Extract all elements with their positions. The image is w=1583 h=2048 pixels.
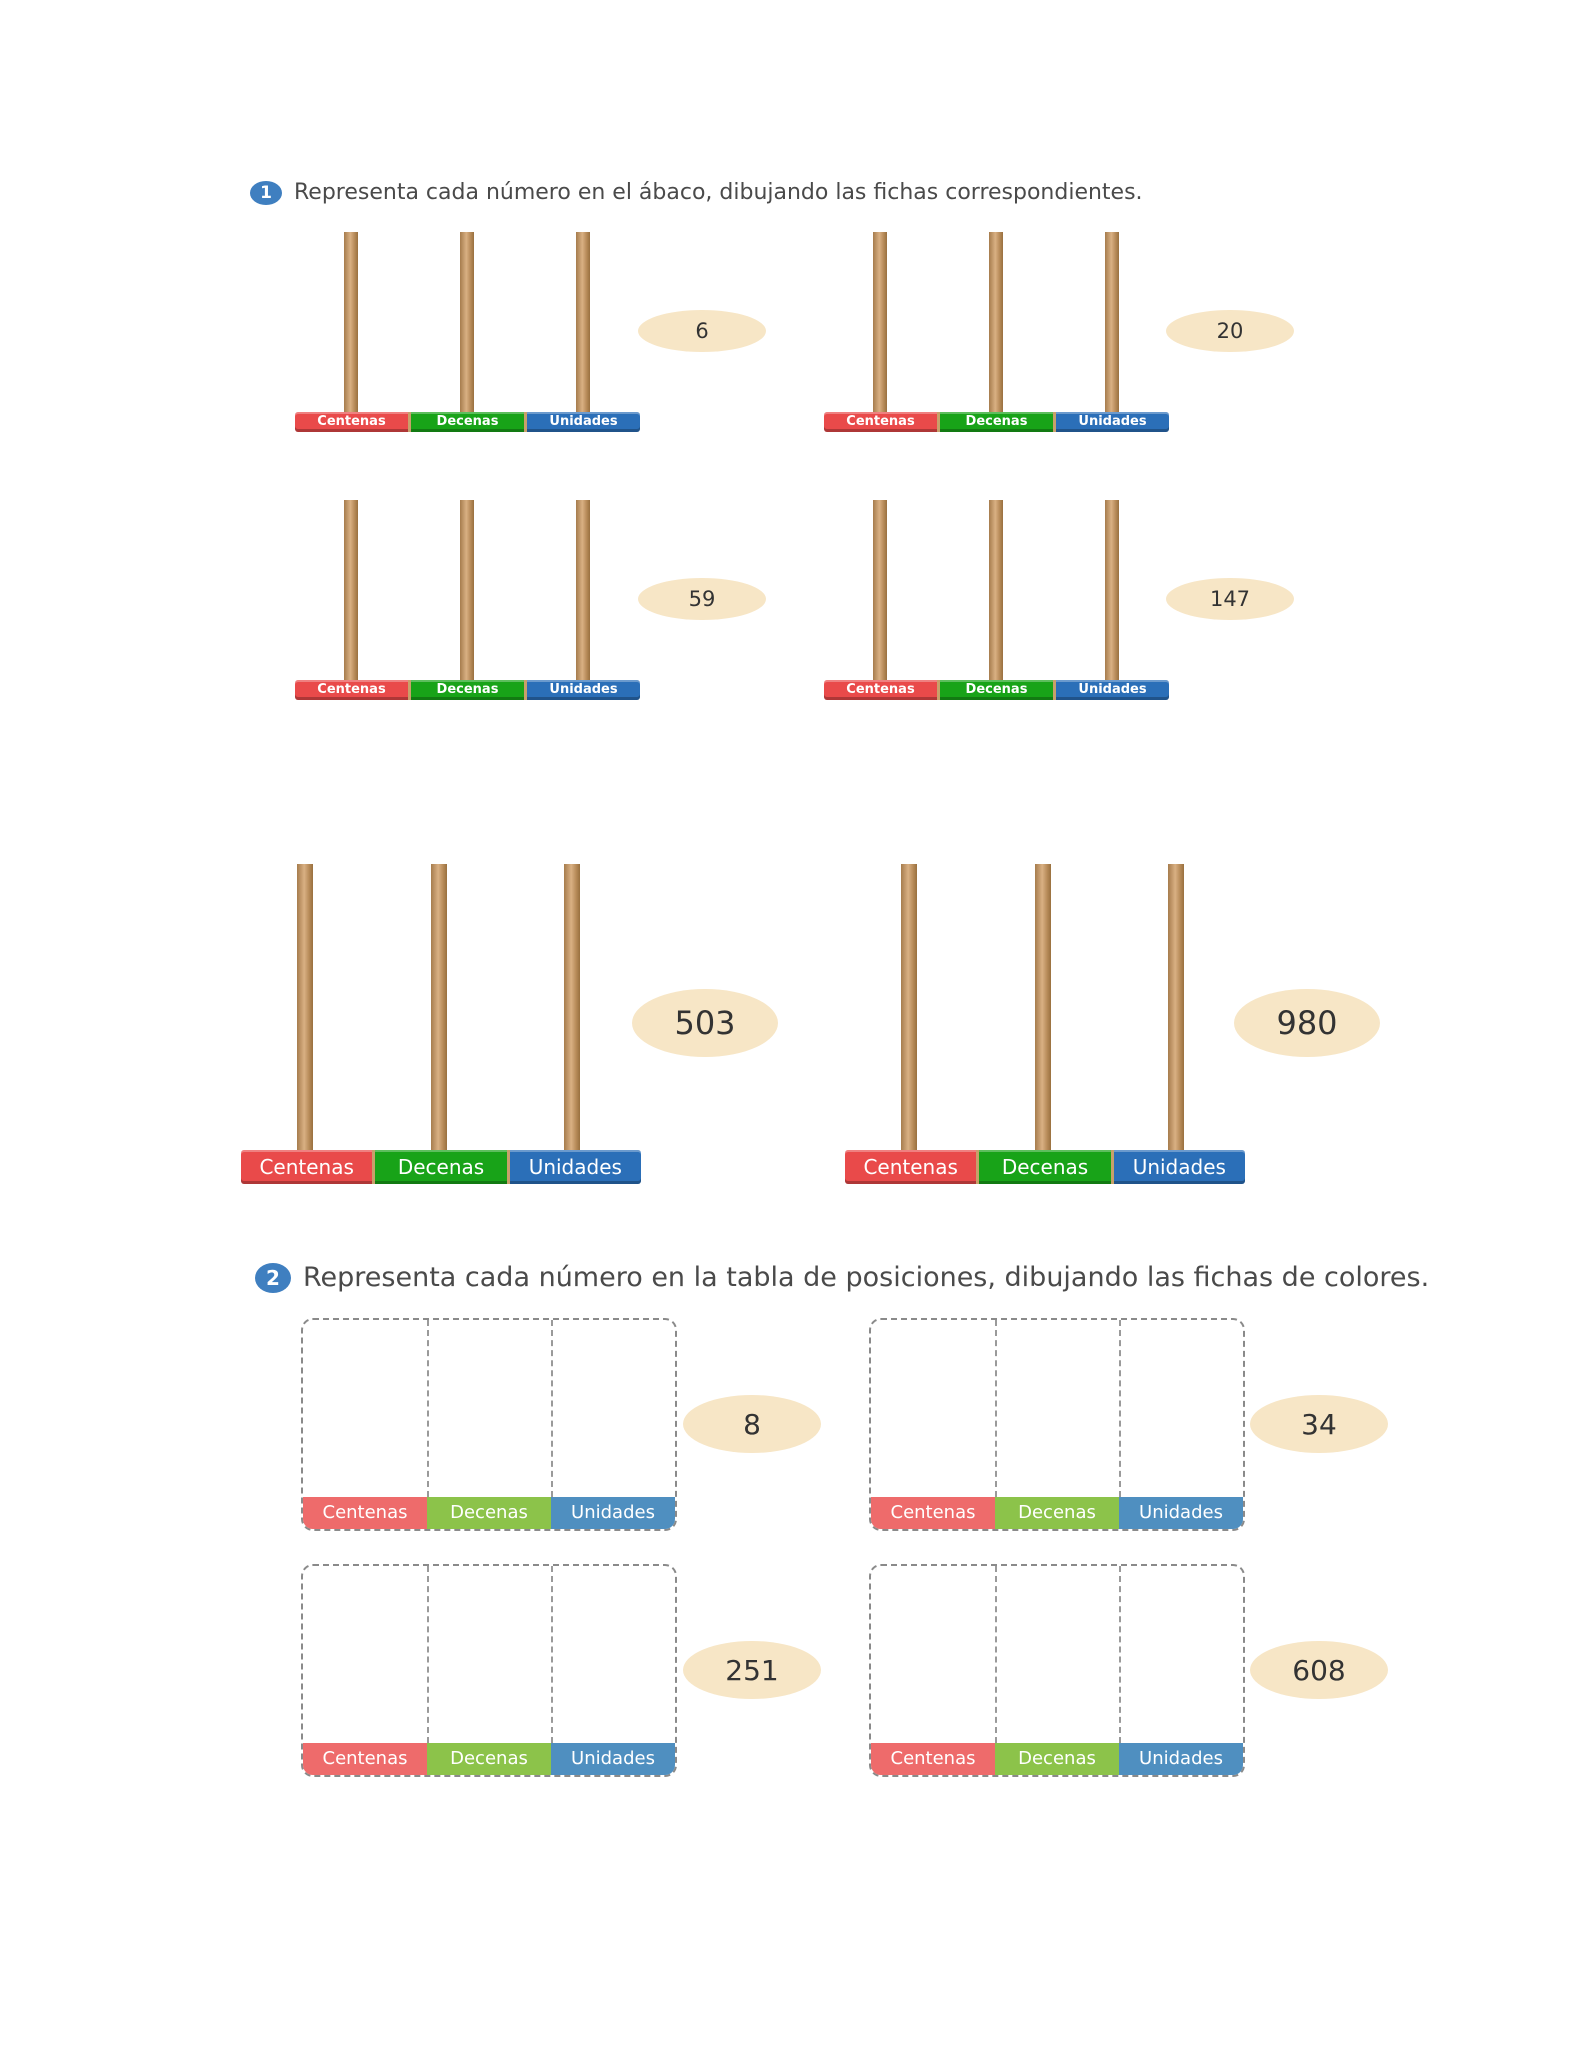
table-labels: Centenas Decenas Unidades xyxy=(303,1743,675,1775)
label-units: Unidades xyxy=(1119,1497,1243,1529)
rod-tens xyxy=(452,500,482,689)
label-units: Unidades xyxy=(509,1150,641,1184)
label-hundreds: Centenas xyxy=(845,1150,980,1184)
abacus-1: Centenas Decenas Unidades xyxy=(295,232,640,432)
abacus-base: Centenas Decenas Unidades xyxy=(845,1150,1245,1184)
place-value-table-1: Centenas Decenas Unidades xyxy=(301,1318,677,1531)
number-oval: 34 xyxy=(1250,1395,1388,1453)
label-units: Unidades xyxy=(1056,680,1169,700)
exercise-2-text: Representa cada número en la tabla de po… xyxy=(303,1262,1430,1293)
place-value-table-2: Centenas Decenas Unidades xyxy=(869,1318,1245,1531)
column-divider xyxy=(427,1320,429,1497)
rod-hundreds xyxy=(336,232,366,421)
rod-tens xyxy=(452,232,482,421)
label-hundreds: Centenas xyxy=(824,680,940,700)
label-units: Unidades xyxy=(527,680,640,700)
label-tens: Decenas xyxy=(427,1743,551,1775)
label-hundreds: Centenas xyxy=(871,1743,995,1775)
label-hundreds: Centenas xyxy=(303,1743,427,1775)
abacus-2: Centenas Decenas Unidades xyxy=(824,232,1169,432)
label-hundreds: Centenas xyxy=(303,1497,427,1529)
abacus-base: Centenas Decenas Unidades xyxy=(824,680,1169,700)
number-oval: 6 xyxy=(638,310,766,352)
rod-hundreds xyxy=(865,232,895,421)
label-tens: Decenas xyxy=(979,1150,1114,1184)
rod-units xyxy=(568,500,598,689)
rod-hundreds xyxy=(279,864,331,1176)
exercise-1-badge: 1 xyxy=(250,180,282,205)
label-units: Unidades xyxy=(1119,1743,1243,1775)
rod-hundreds xyxy=(336,500,366,689)
abacus-base: Centenas Decenas Unidades xyxy=(824,412,1169,432)
table-labels: Centenas Decenas Unidades xyxy=(871,1743,1243,1775)
abacus-6: Centenas Decenas Unidades xyxy=(845,864,1245,1184)
rod-units xyxy=(1097,500,1127,689)
number-oval: 59 xyxy=(638,578,766,620)
rod-units xyxy=(568,232,598,421)
number-oval: 251 xyxy=(683,1641,821,1699)
place-value-table-4: Centenas Decenas Unidades xyxy=(869,1564,1245,1777)
label-units: Unidades xyxy=(551,1497,675,1529)
column-divider xyxy=(995,1320,997,1497)
column-divider xyxy=(1119,1566,1121,1743)
rod-units xyxy=(1150,864,1202,1176)
label-units: Unidades xyxy=(1113,1150,1245,1184)
label-units: Unidades xyxy=(1056,412,1169,432)
number-oval: 147 xyxy=(1166,578,1294,620)
exercise-2-badge: 2 xyxy=(255,1262,291,1293)
rod-hundreds xyxy=(883,864,935,1176)
column-divider xyxy=(995,1566,997,1743)
column-divider xyxy=(551,1566,553,1743)
number-oval: 980 xyxy=(1234,989,1380,1057)
rod-tens xyxy=(1017,864,1069,1176)
abacus-base: Centenas Decenas Unidades xyxy=(295,680,640,700)
label-hundreds: Centenas xyxy=(295,412,411,432)
column-divider xyxy=(1119,1320,1121,1497)
abacus-4: Centenas Decenas Unidades xyxy=(824,500,1169,700)
label-tens: Decenas xyxy=(940,412,1056,432)
abacus-base: Centenas Decenas Unidades xyxy=(295,412,640,432)
number-oval: 608 xyxy=(1250,1641,1388,1699)
number-oval: 20 xyxy=(1166,310,1294,352)
abacus-3: Centenas Decenas Unidades xyxy=(295,500,640,700)
rod-tens xyxy=(413,864,465,1176)
label-hundreds: Centenas xyxy=(871,1497,995,1529)
label-tens: Decenas xyxy=(375,1150,510,1184)
label-hundreds: Centenas xyxy=(241,1150,376,1184)
label-units: Unidades xyxy=(551,1743,675,1775)
label-units: Unidades xyxy=(527,412,640,432)
column-divider xyxy=(551,1320,553,1497)
rod-units xyxy=(1097,232,1127,421)
column-divider xyxy=(427,1566,429,1743)
label-tens: Decenas xyxy=(411,412,527,432)
label-tens: Decenas xyxy=(940,680,1056,700)
rod-units xyxy=(546,864,598,1176)
rod-tens xyxy=(981,500,1011,689)
exercise-1-instruction: 1 Representa cada número en el ábaco, di… xyxy=(250,180,1143,205)
label-hundreds: Centenas xyxy=(295,680,411,700)
table-labels: Centenas Decenas Unidades xyxy=(303,1497,675,1529)
abacus-base: Centenas Decenas Unidades xyxy=(241,1150,641,1184)
label-tens: Decenas xyxy=(427,1497,551,1529)
label-tens: Decenas xyxy=(411,680,527,700)
place-value-table-3: Centenas Decenas Unidades xyxy=(301,1564,677,1777)
table-labels: Centenas Decenas Unidades xyxy=(871,1497,1243,1529)
number-oval: 503 xyxy=(632,989,778,1057)
rod-tens xyxy=(981,232,1011,421)
label-hundreds: Centenas xyxy=(824,412,940,432)
label-tens: Decenas xyxy=(995,1497,1119,1529)
exercise-1-text: Representa cada número en el ábaco, dibu… xyxy=(294,180,1143,205)
exercise-2-instruction: 2 Representa cada número en la tabla de … xyxy=(255,1262,1429,1293)
label-tens: Decenas xyxy=(995,1743,1119,1775)
number-oval: 8 xyxy=(683,1395,821,1453)
abacus-5: Centenas Decenas Unidades xyxy=(241,864,641,1184)
rod-hundreds xyxy=(865,500,895,689)
